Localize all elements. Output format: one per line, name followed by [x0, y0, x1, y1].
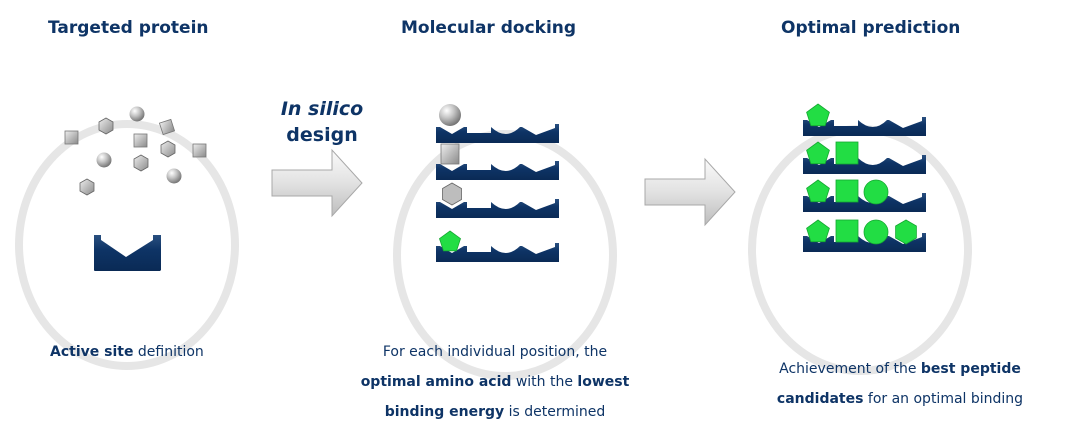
receptor-strip-icon [803, 117, 926, 136]
step-circle-1 [15, 120, 239, 370]
caption-bold: best peptide [920, 361, 1021, 377]
pentagon-amino-acid-icon [806, 179, 830, 203]
caption-molecular-docking: For each individual position, the optima… [330, 337, 660, 427]
prediction-row [803, 219, 926, 252]
prediction-row [803, 103, 926, 136]
caption-text: definition [133, 344, 204, 360]
arrow-right-icon [271, 148, 363, 218]
hexagon-icon [79, 178, 95, 196]
caption-bold: binding energy [384, 404, 505, 420]
receptor-strip-icon [803, 233, 926, 252]
caption-line: candidates for an optimal binding [740, 384, 1060, 414]
caption-bold: lowest [577, 374, 630, 390]
design-label: design [286, 124, 358, 146]
circle-amino-acid-icon [863, 179, 889, 205]
hexagon-icon [98, 117, 114, 135]
caption-line: binding energy is determined [330, 397, 660, 427]
step-title-targeted-protein: Targeted protein [48, 18, 209, 38]
square-amino-acid-icon [835, 219, 859, 243]
cube-amino-acid-icon [440, 143, 460, 165]
receptor-strip-icon [436, 161, 559, 180]
sphere-amino-acid-icon [439, 104, 461, 126]
caption-text: for an optimal binding [863, 391, 1024, 407]
prediction-row [803, 179, 926, 212]
pentagon-amino-acid-icon [806, 103, 830, 127]
docking-rows [436, 104, 559, 262]
square-amino-acid-icon [835, 179, 859, 203]
step-title-optimal-prediction: Optimal prediction [781, 18, 961, 38]
in-silico-design-label: In silico design [262, 96, 382, 148]
caption-text: is determined [504, 404, 606, 420]
caption-line: optimal amino acid with the lowest [330, 367, 660, 397]
caption-line: For each individual position, the [330, 337, 660, 367]
caption-bold: Active site [50, 344, 134, 360]
receptor-strip-icon [436, 124, 559, 143]
arrow-right-icon [644, 157, 736, 227]
hexagon-icon [160, 140, 176, 158]
caption-bold: optimal amino acid [360, 374, 512, 390]
hexagon-amino-acid-icon [895, 219, 917, 245]
cube-icon [192, 143, 207, 158]
pentagon-amino-acid-icon [806, 219, 830, 243]
caption-optimal-prediction: Achievement of the best peptide candidat… [740, 354, 1060, 414]
hexagon-icon [133, 154, 149, 172]
docking-row [436, 104, 559, 143]
sphere-icon [166, 168, 182, 184]
caption-bold: candidates [776, 391, 864, 407]
cube-icon [158, 118, 176, 136]
caption-text: with the [511, 374, 578, 390]
free-amino-acids [64, 106, 207, 196]
sphere-icon [129, 106, 145, 122]
caption-text: For each individual position, the [382, 344, 608, 360]
receptor-strip-icon [803, 155, 926, 174]
step-title-molecular-docking: Molecular docking [401, 18, 577, 38]
binding-pocket-icon [94, 235, 161, 271]
hexagon-amino-acid-icon [442, 182, 462, 206]
caption-active-site: Active site definition [50, 337, 204, 367]
caption-line: Achievement of the best peptide [740, 354, 1060, 384]
receptor-strip-icon [436, 243, 559, 262]
receptor-strip-icon [803, 193, 926, 212]
circle-amino-acid-icon [863, 219, 889, 245]
cube-icon [64, 130, 79, 145]
prediction-rows [803, 103, 926, 252]
docking-row [436, 230, 559, 262]
caption-text: Achievement of the [779, 361, 921, 377]
docking-row [436, 143, 559, 180]
cube-icon [133, 133, 148, 148]
sphere-icon [96, 152, 112, 168]
prediction-row [803, 141, 926, 174]
pentagon-amino-acid-icon [806, 141, 830, 165]
receptor-strip-icon [436, 199, 559, 218]
square-amino-acid-icon [835, 141, 859, 165]
in-silico-label: In silico [280, 98, 364, 120]
pentagon-amino-acid-icon [439, 230, 461, 252]
docking-row [436, 182, 559, 218]
